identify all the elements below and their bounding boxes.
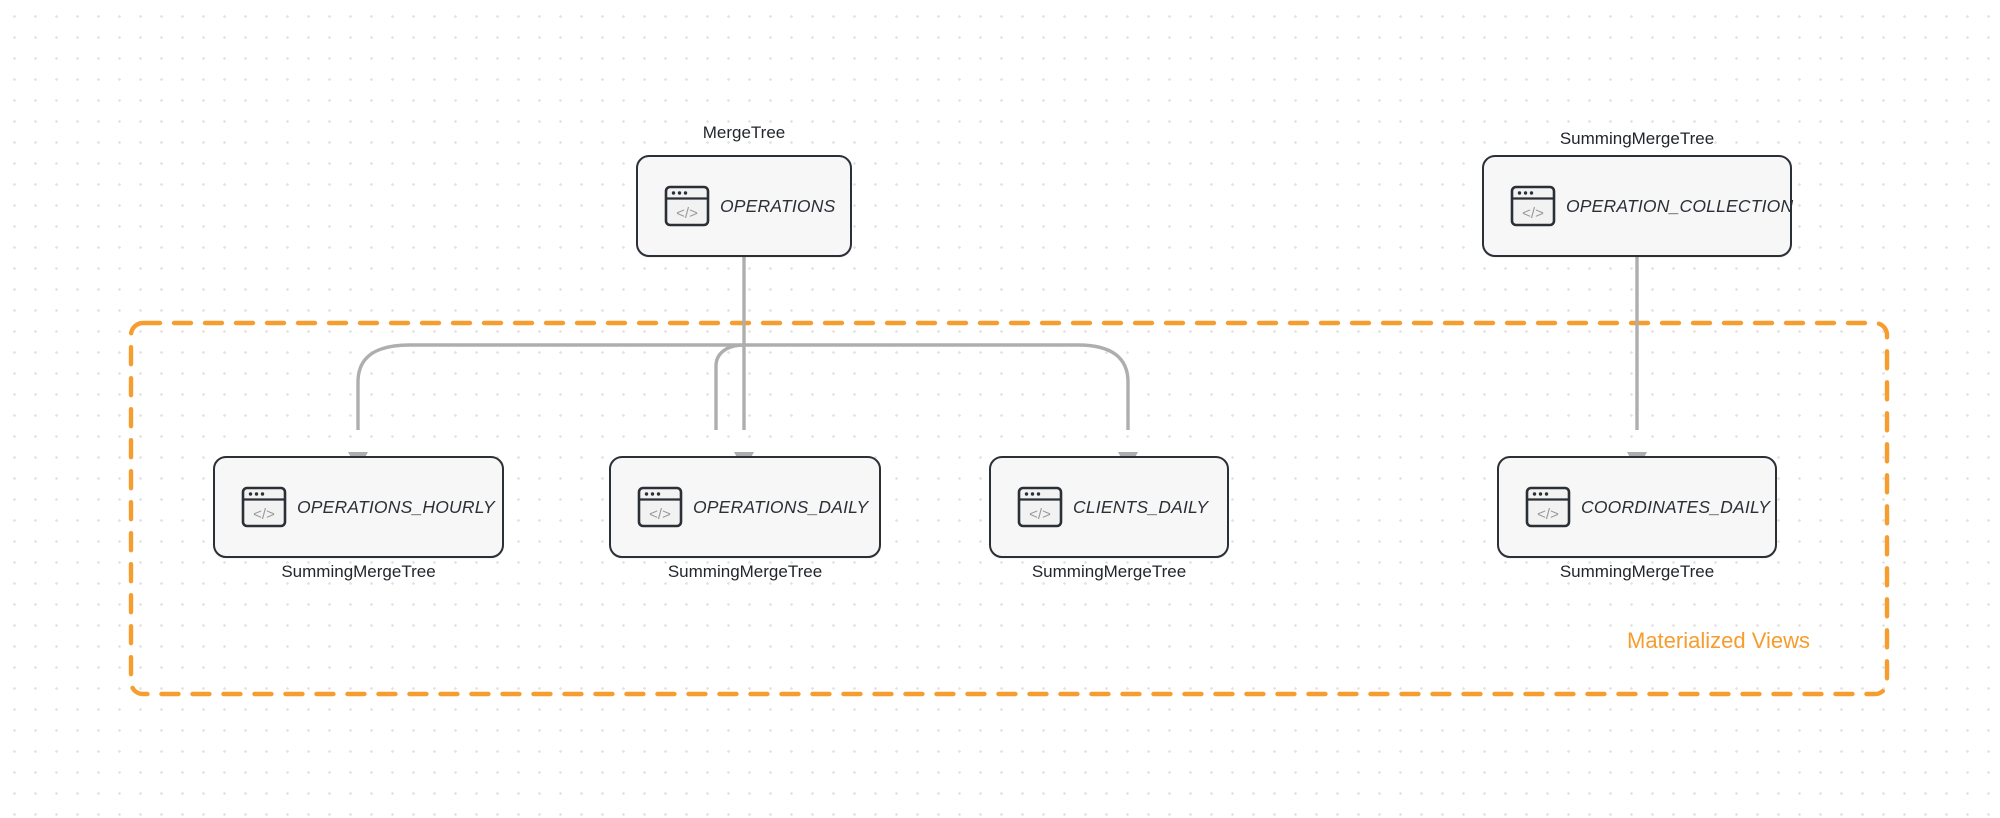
- code-window-icon: </>: [637, 486, 683, 528]
- svg-text:</>: </>: [1522, 205, 1544, 222]
- code-window-icon: </>: [664, 185, 710, 227]
- node-operation-collection[interactable]: </> OPERATION_COLLECTION: [1482, 155, 1793, 257]
- code-window-icon: </>: [1525, 486, 1571, 528]
- engine-label-clients-daily: SummingMergeTree: [1031, 562, 1187, 581]
- svg-text:</>: </>: [649, 506, 671, 523]
- node-label-operations: OPERATIONS: [720, 195, 836, 216]
- engine-label-operations-hourly: SummingMergeTree: [281, 562, 436, 581]
- node-operations[interactable]: </> OPERATIONS: [636, 155, 852, 257]
- svg-text:</>: </>: [1029, 506, 1051, 523]
- node-label-coordinates-daily: COORDINATES_DAILY: [1581, 496, 1771, 517]
- node-operations-hourly[interactable]: </> OPERATIONS_HOURLY: [213, 456, 504, 558]
- code-window-icon: </>: [1510, 185, 1556, 227]
- node-label-clients-daily: CLIENTS_DAILY: [1073, 496, 1209, 517]
- engine-label-operation-collection: SummingMergeTree: [1559, 129, 1715, 148]
- engine-label-operations-daily: SummingMergeTree: [667, 562, 823, 581]
- group-title-materialized-views: Materialized Views: [1627, 628, 1811, 653]
- code-window-icon: </>: [241, 486, 287, 528]
- node-operations-daily[interactable]: </> OPERATIONS_DAILY: [609, 456, 881, 558]
- svg-text:</>: </>: [676, 205, 698, 222]
- code-window-icon: </>: [1017, 486, 1063, 528]
- edge-operations-to-operations-hourly: [714, 343, 745, 430]
- node-label-operations-hourly: OPERATIONS_HOURLY: [297, 496, 495, 517]
- node-coordinates-daily[interactable]: </> COORDINATES_DAILY: [1497, 456, 1777, 558]
- svg-text:</>: </>: [253, 506, 275, 523]
- edge-operations-to-operations-hourly-run: [356, 343, 744, 430]
- engine-label-coordinates-daily: SummingMergeTree: [1559, 562, 1715, 581]
- node-clients-daily[interactable]: </> CLIENTS_DAILY: [989, 456, 1229, 558]
- node-label-operation-collection: OPERATION_COLLECTION: [1566, 195, 1794, 216]
- edge-operations-to-clients-daily: [744, 343, 1130, 430]
- engine-label-operations: MergeTree: [702, 123, 786, 142]
- svg-text:</>: </>: [1537, 506, 1559, 523]
- node-label-operations-daily: OPERATIONS_DAILY: [693, 496, 869, 517]
